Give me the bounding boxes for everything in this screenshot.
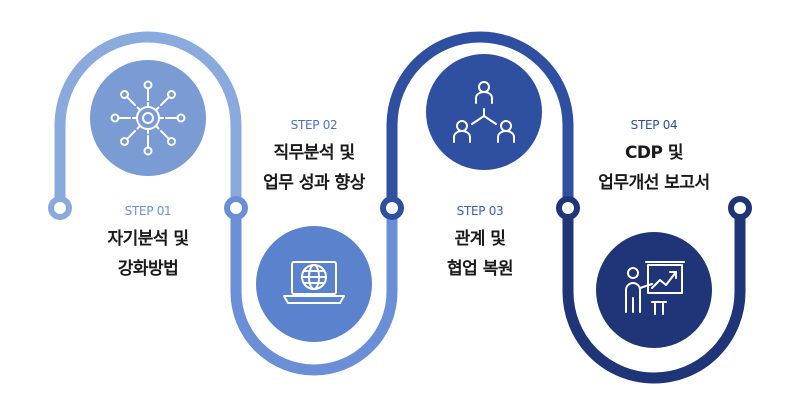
step-04-title-line2: 업무개선 보고서 xyxy=(598,173,710,193)
track-segment-4 xyxy=(562,208,746,384)
node-dot-3 xyxy=(380,196,404,220)
step-03-label: STEP 03 xyxy=(456,204,504,218)
node-dot-1 xyxy=(48,196,72,220)
track-segment-3 xyxy=(386,31,574,208)
gear-network-icon xyxy=(90,60,206,176)
step-01-label: STEP 01 xyxy=(124,204,172,218)
step-02-label: STEP 02 xyxy=(290,118,338,132)
node-dot-4 xyxy=(556,196,580,220)
presentation-growth-icon xyxy=(596,232,712,348)
track-segment-1 xyxy=(54,31,242,208)
step-01-title-line2: 강화방법 xyxy=(117,259,179,279)
step-01-title: 자기분석 및 강화방법 xyxy=(78,224,218,284)
team-structure-icon xyxy=(426,54,542,170)
track-segment-2 xyxy=(230,208,398,376)
step-02-title: 직무분석 및 업무 성과 향상 xyxy=(244,138,384,198)
node-dot-5 xyxy=(728,196,752,220)
step-04-label: STEP 04 xyxy=(630,118,678,132)
step-02-title-line1: 직무분석 및 xyxy=(273,143,355,163)
step-04-title: CDP 및 업무개선 보고서 xyxy=(579,138,729,198)
step-03-title: 관계 및 협업 복원 xyxy=(410,224,550,284)
step-03-title-line2: 협업 복원 xyxy=(447,259,513,279)
step-03-title-line1: 관계 및 xyxy=(454,229,506,249)
step-02-title-line2: 업무 성과 향상 xyxy=(263,173,365,193)
node-dot-2 xyxy=(224,196,248,220)
laptop-globe-icon xyxy=(256,226,372,342)
step-04-title-line1: CDP 및 xyxy=(624,143,684,163)
step-01-title-line1: 자기분석 및 xyxy=(107,229,189,249)
